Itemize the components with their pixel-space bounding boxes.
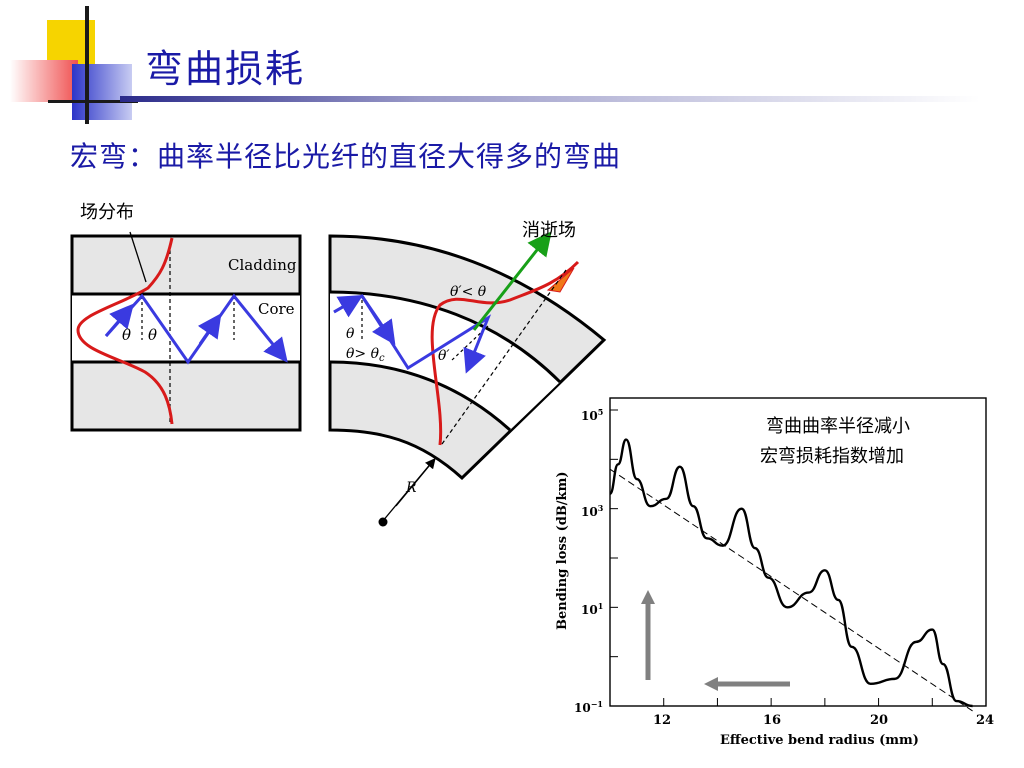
chart-x-label: Effective bend radius (mm)	[720, 733, 919, 748]
core-label: Core	[258, 300, 295, 318]
theta-prime-condition: θ′< θ	[450, 284, 487, 300]
bent-field-curve	[430, 260, 580, 446]
annotation-line-1: 弯曲曲率半径减小	[766, 416, 910, 437]
y-tick-label-1: 101	[581, 601, 603, 617]
theta-prime: θ′	[438, 348, 450, 364]
radius-label: R	[405, 480, 417, 496]
annotation-line-2: 宏弯损耗指数增加	[760, 446, 904, 467]
theta-critical: θ> θc	[346, 346, 385, 364]
theta-left: θ	[122, 326, 131, 344]
y-tick-label-5: 105	[581, 407, 603, 423]
title-underline	[120, 96, 980, 102]
bent-fiber-diagram: 消逝场 θ′< θ θ θ> θc θ′ R	[328, 220, 607, 527]
cladding-label: Cladding	[228, 256, 297, 274]
subtitle: 宏弯：曲率半径比光纤的直径大得多的弯曲	[70, 140, 622, 173]
up-arrow-head	[641, 590, 655, 604]
left-arrow-head	[704, 677, 718, 691]
bending-loss-chart: 弯曲曲率半径减小 宏弯损耗指数增加 Bending loss (dB/km) E…	[555, 397, 994, 748]
y-tick-label-min1: 10−1	[574, 699, 603, 715]
loss-curve-series	[608, 438, 973, 708]
escaping-ray	[472, 231, 552, 331]
theta-bent: θ	[346, 326, 355, 342]
trend-line-series	[609, 468, 973, 712]
page-title: 弯曲损耗	[145, 47, 306, 91]
field-distribution-curve	[76, 237, 174, 425]
x-tick-label-20: 20	[870, 713, 888, 728]
corner-decoration	[0, 0, 140, 130]
x-tick-label-12: 12	[653, 713, 671, 728]
x-tick-label-16: 16	[763, 713, 781, 728]
theta-right: θ	[148, 326, 157, 344]
x-tick-label-24: 24	[976, 713, 994, 728]
chart-y-label: Bending loss (dB/km)	[555, 472, 570, 630]
evanescent-label: 消逝场	[522, 220, 576, 241]
y-tick-label-3: 103	[581, 503, 604, 519]
field-label: 场分布	[80, 202, 134, 223]
straight-fiber-diagram: 场分布 Cladding Core θ θ	[70, 202, 302, 432]
